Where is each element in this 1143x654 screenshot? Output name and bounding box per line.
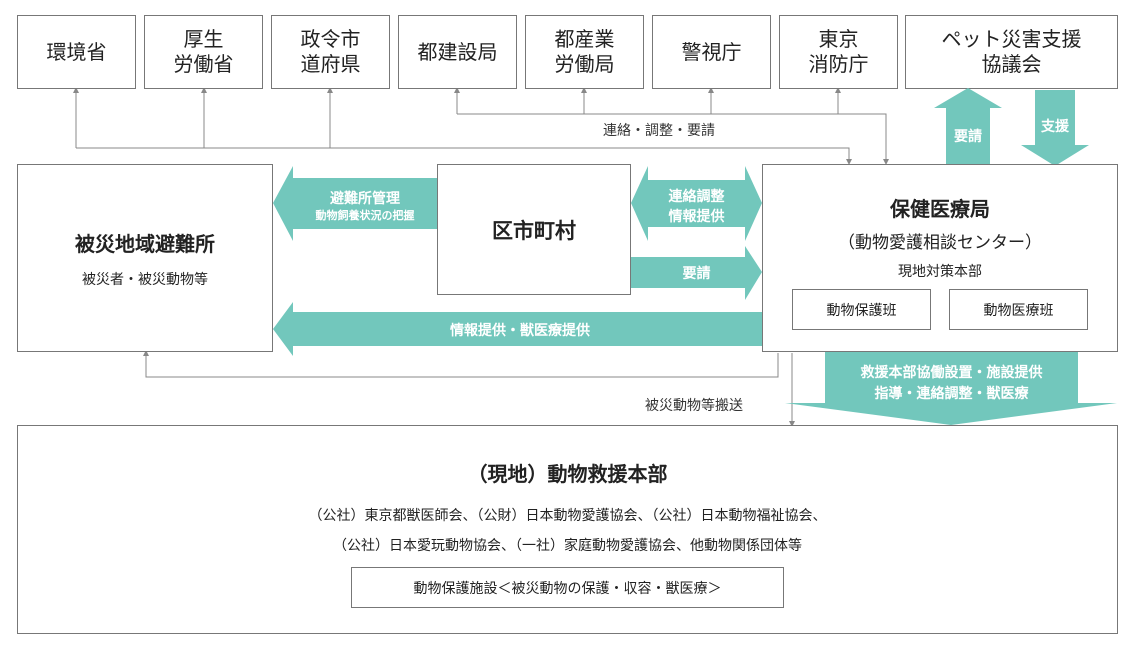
label-support-down: 支援	[1041, 119, 1069, 135]
unit-protection-label: 動物保護班	[826, 302, 897, 319]
arrow-info-vet	[273, 302, 762, 356]
agency-police-label: 警視庁	[681, 39, 742, 64]
municipality-box: 区市町村	[437, 164, 631, 295]
agency-mhlw: 厚生 労働省	[144, 15, 263, 89]
agency-fire-line1: 東京	[818, 27, 859, 51]
shelter-box: 被災地域避難所 被災者・被災動物等	[17, 164, 273, 352]
line-gov-to-health	[76, 147, 852, 165]
agency-pref: 政令市 道府県	[271, 15, 390, 89]
label-info-vet: 情報提供・獣医療提供	[450, 323, 590, 339]
rescue-hq-title: （現地）動物救援本部	[467, 462, 668, 486]
line-tokyo-to-health	[457, 113, 889, 165]
arrow-rescue-down	[785, 352, 1117, 425]
shelter-subtitle: 被災者・被災動物等	[82, 271, 208, 288]
health-bureau-hq: 現地対策本部	[898, 264, 982, 280]
agency-fire: 東京 消防庁	[779, 15, 898, 89]
label-rescue-2: 指導・連絡調整・獣医療	[874, 386, 1029, 402]
transport-label: 被災動物等搬送	[645, 398, 743, 414]
arrow-shelter-mgmt	[273, 166, 437, 241]
facility-box: 動物保護施設＜被災動物の保護・収容・獣医療＞	[351, 567, 784, 608]
municipality-title: 区市町村	[492, 218, 576, 243]
label-shelter-mgmt-1: 避難所管理	[330, 191, 400, 207]
agency-pet-line2: 協議会	[981, 52, 1042, 76]
unit-medical-label: 動物医療班	[983, 302, 1054, 319]
coordination-label: 連絡・調整・要請	[603, 123, 715, 139]
agency-pet-line1: ペット災害支援	[941, 27, 1082, 51]
label-rescue-1: 救援本部協働設置・施設提供	[860, 365, 1043, 381]
label-request-right: 要請	[682, 266, 711, 282]
agency-env-label: 環境省	[46, 39, 107, 64]
agency-pref-line1: 政令市	[300, 27, 361, 51]
agency-pref-line2: 道府県	[300, 52, 361, 76]
rescue-hq-members-2: （公社）日本愛玩動物協会、（一社）家庭動物愛護協会、他動物関係団体等	[333, 538, 802, 554]
agency-kensetsu-label: 都建設局	[417, 39, 498, 64]
unit-protection: 動物保護班	[792, 289, 931, 330]
rescue-hq-members-1: （公社）東京都獣医師会、（公財）日本動物愛護協会、（公社）日本動物福祉協会、	[308, 508, 827, 524]
unit-medical: 動物医療班	[949, 289, 1088, 330]
agency-kensetsu: 都建設局	[398, 15, 517, 89]
agency-env: 環境省	[17, 15, 136, 89]
agency-fire-line2: 消防庁	[808, 52, 869, 76]
shelter-title: 被災地域避難所	[75, 231, 215, 256]
agency-police: 警視庁	[652, 15, 771, 89]
arrow-liaison	[631, 166, 762, 241]
label-liaison-2: 情報提供	[668, 209, 725, 225]
agency-sangyo-line2: 労働局	[554, 52, 615, 76]
agency-pet: ペット災害支援 協議会	[905, 15, 1118, 89]
label-liaison-1: 連絡調整	[668, 189, 725, 205]
facility-label: 動物保護施設＜被災動物の保護・収容・獣医療＞	[413, 580, 722, 597]
line-health-to-shelter	[143, 350, 779, 378]
agency-sangyo: 都産業 労働局	[525, 15, 644, 89]
arrow-request-right	[631, 246, 762, 300]
arrow-support-down	[1021, 90, 1089, 166]
label-shelter-mgmt-2: 動物飼養状況の把握	[315, 209, 415, 222]
arrow-request-up	[934, 88, 1002, 164]
agency-mhlw-line1: 厚生	[183, 27, 224, 51]
health-bureau-subtitle: （動物愛護相談センター）	[838, 233, 1042, 253]
health-bureau-title: 保健医療局	[890, 197, 990, 221]
agency-sangyo-line1: 都産業	[554, 27, 615, 51]
label-request-up: 要請	[954, 129, 982, 145]
agency-mhlw-line2: 労働省	[173, 52, 234, 76]
